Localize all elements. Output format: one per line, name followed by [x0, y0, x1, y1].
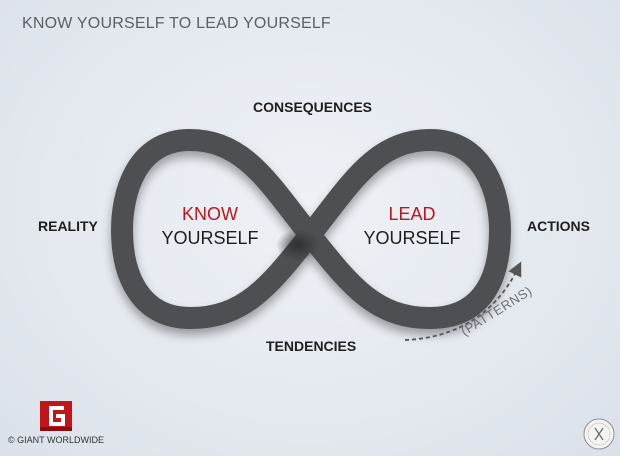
- know-yourself-text: KNOW YOURSELF: [160, 202, 260, 250]
- giant-g-logo-icon: [40, 401, 72, 431]
- copyright-text: © GIANT WORLDWIDE: [8, 435, 104, 445]
- patterns-arrow: [404, 261, 522, 341]
- slide-title: KNOW YOURSELF TO LEAD YOURSELF: [22, 15, 331, 32]
- know-word: KNOW: [182, 204, 238, 224]
- seal-badge-icon: [583, 418, 615, 450]
- label-reality: REALITY: [38, 218, 98, 234]
- lead-word: LEAD: [388, 204, 436, 224]
- crossing-shadow: [276, 229, 320, 261]
- label-consequences: CONSEQUENCES: [253, 99, 373, 115]
- know-yourself-word: YOURSELF: [161, 228, 259, 248]
- lead-yourself-word: YOURSELF: [363, 228, 461, 248]
- label-actions: ACTIONS: [527, 218, 590, 234]
- label-tendencies: TENDENCIES: [266, 338, 357, 354]
- lead-yourself-text: LEAD YOURSELF: [360, 202, 464, 250]
